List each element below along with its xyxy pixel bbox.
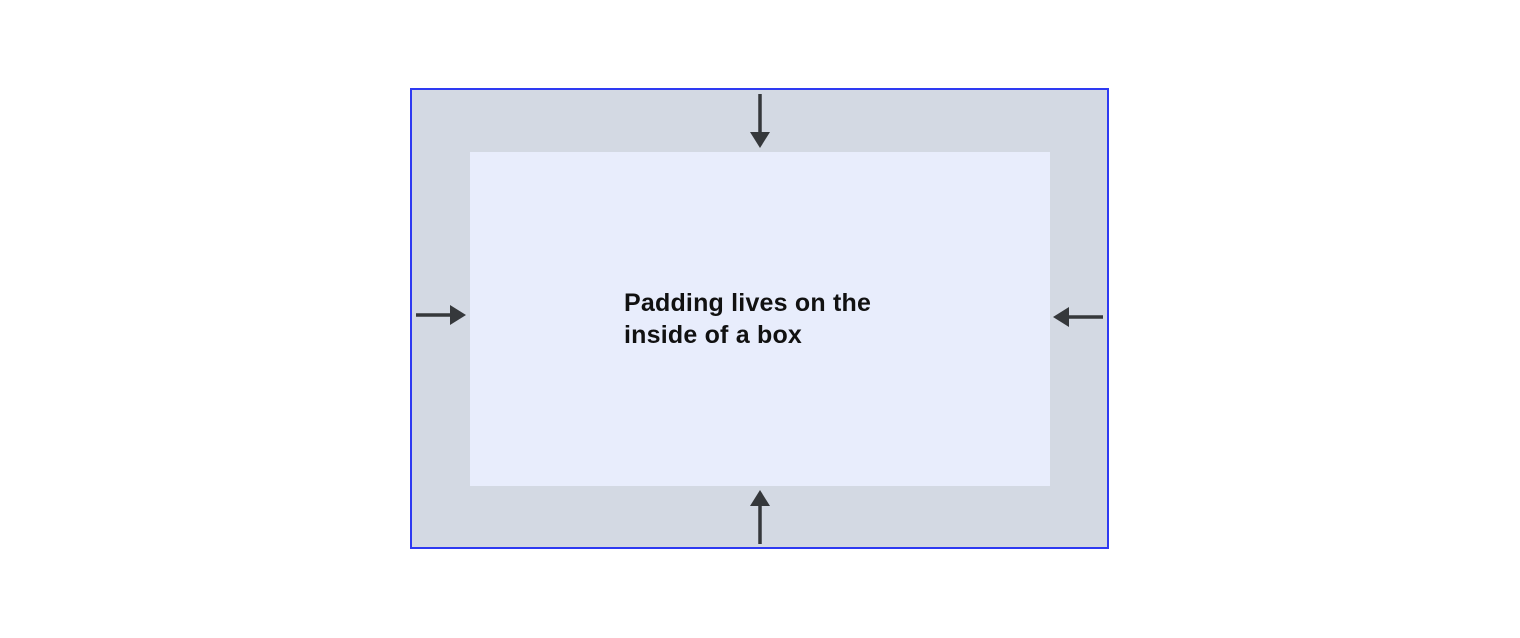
- arrow-right-icon: [416, 305, 466, 325]
- arrow-left-icon: [1053, 307, 1103, 327]
- arrow-up-icon: [750, 490, 770, 544]
- padding-area-box: Padding lives on the inside of a box: [410, 88, 1109, 549]
- padding-caption-line2: inside of a box: [624, 321, 803, 349]
- padding-caption: Padding lives on the inside of a box: [624, 287, 896, 351]
- content-area-box: Padding lives on the inside of a box: [470, 152, 1050, 486]
- padding-caption-line1: Padding lives on the: [624, 289, 872, 317]
- arrow-down-icon: [750, 94, 770, 148]
